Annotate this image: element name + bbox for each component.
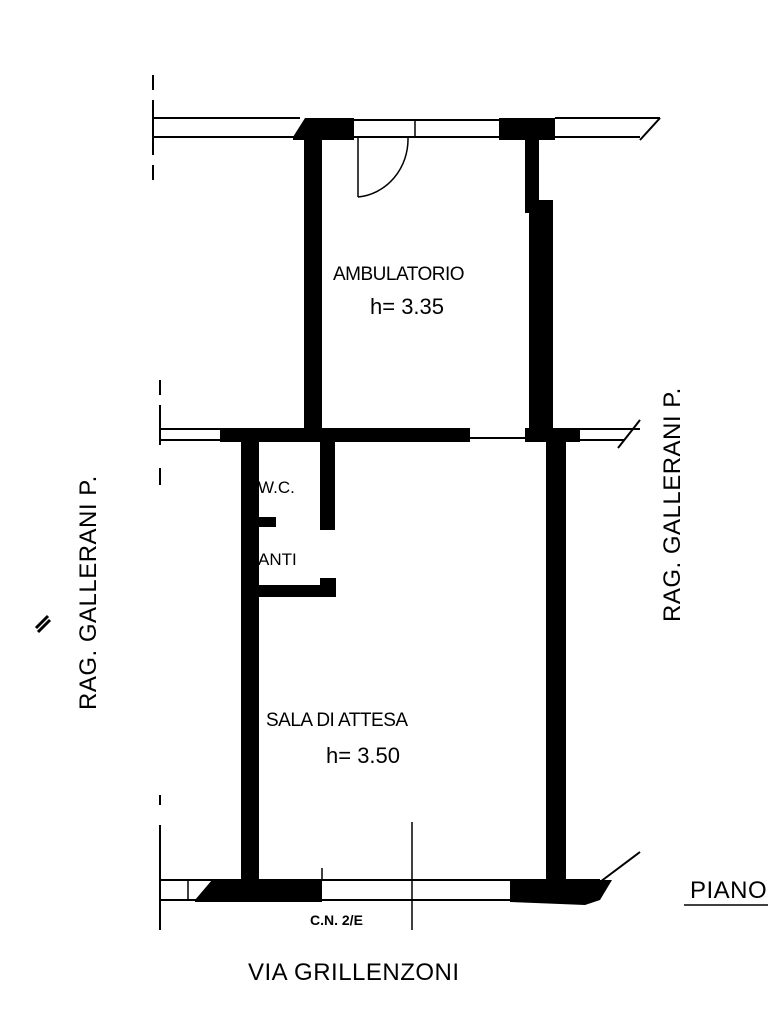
civic-number: C.N. 2/E: [310, 912, 363, 928]
room-label-wc: W.C.: [258, 478, 295, 497]
front-wall: [159, 795, 641, 930]
ambulatorio-right-wall-lower: [529, 200, 553, 438]
room-label-ambulatorio: AMBULATORIO: [333, 264, 464, 285]
neighbor-label-right: RAG. GALLERANI P.: [659, 387, 686, 622]
ambulatorio-left-wall: [304, 138, 322, 438]
scribble-mark: [34, 614, 52, 634]
floor-label: PIANO: [690, 877, 767, 904]
top-wall: [152, 75, 661, 180]
room-height-sala-attesa: h= 3.50: [326, 743, 400, 768]
ambulatorio-right-wall: [525, 138, 539, 213]
street-name: VIA GRILLENZONI: [248, 959, 460, 986]
room-height-ambulatorio: h= 3.35: [370, 294, 444, 319]
wc-partitions: [259, 440, 336, 597]
room-label-sala-attesa: SALA DI ATTESA: [266, 710, 408, 731]
room-label-anti: ANTI: [258, 550, 297, 569]
neighbor-label-left: RAG. GALLERANI P.: [75, 475, 102, 710]
sala-left-wall: [241, 440, 259, 880]
sala-right-wall: [546, 440, 566, 880]
middle-wall: [159, 380, 641, 485]
door-swing-icon: [357, 137, 409, 198]
